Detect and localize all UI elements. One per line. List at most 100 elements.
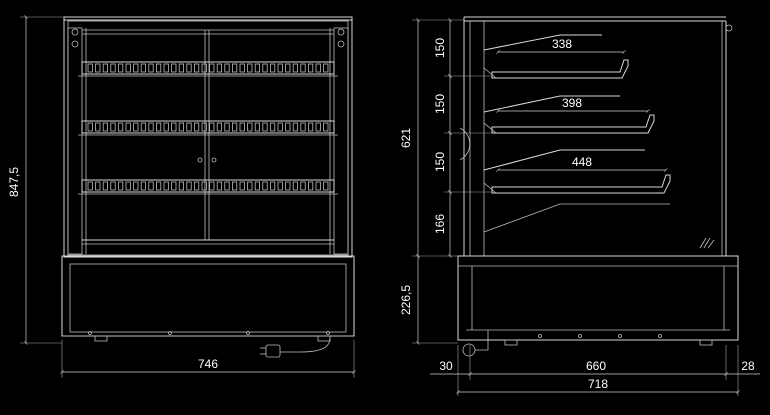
shelf-slat [201, 122, 207, 132]
label-overall-depth: 718 [588, 377, 608, 391]
side-view: 338 398 448 150 150 150 166 [399, 16, 760, 396]
shelf-slat [171, 63, 177, 73]
shelf-slat [163, 181, 169, 191]
shelf-slat [254, 122, 260, 132]
shelf-slat [262, 122, 268, 132]
shelf-slat [201, 63, 207, 73]
shelf-slat [209, 63, 215, 73]
shelf-slat [247, 63, 253, 73]
label-spacing-2: 150 [433, 94, 447, 114]
shelf-slat [307, 63, 314, 73]
side-cabinet-outline [457, 16, 739, 357]
shelf-slat [269, 181, 276, 191]
shelf-slat [87, 181, 93, 191]
shelf-slat [110, 63, 116, 73]
shelf-slat [171, 122, 177, 132]
shelf-slat [155, 181, 162, 191]
label-shelf-depth-1: 338 [552, 37, 572, 51]
front-view: 847,5 746 [7, 15, 356, 378]
shelf-slat [315, 63, 321, 73]
shelf-slat [239, 63, 245, 73]
shelf-slat [292, 63, 299, 73]
power-plug-icon [260, 337, 331, 358]
shelf-slat [140, 63, 146, 73]
dimension-shelf-depth-3: 448 [496, 155, 668, 172]
shelf-slat [95, 63, 101, 73]
shelf-slat [269, 63, 276, 73]
shelf-slat [110, 181, 116, 191]
shelf-slat [171, 181, 177, 191]
shelf-slat [285, 63, 291, 73]
shelf-slat [140, 181, 146, 191]
shelf-slat [95, 181, 101, 191]
dimension-depths: 30 660 28 718 [430, 345, 760, 396]
shelf-slat [155, 122, 162, 132]
shelf-slat [95, 122, 101, 132]
label-rear-offset: 30 [439, 359, 453, 373]
shelf-slat [285, 181, 291, 191]
label-spacing-4: 166 [433, 214, 447, 234]
shelf-slat [262, 181, 268, 191]
dimension-front-width: 746 [60, 340, 356, 378]
shelf-slat [292, 122, 299, 132]
shelf-slat [178, 63, 184, 73]
side-shelf-1 [483, 34, 629, 79]
shelf-slat [231, 122, 238, 132]
front-base [61, 255, 355, 342]
front-cabinet-frame [63, 16, 353, 258]
shelf-slat [216, 181, 222, 191]
shelf-slat [269, 122, 276, 132]
shelf-slat [254, 63, 260, 73]
shelf-slat [163, 63, 169, 73]
shelf-slat [140, 122, 146, 132]
shelf-slat [193, 63, 200, 73]
label-base-height: 226,5 [399, 285, 413, 315]
shelf-slat [224, 63, 230, 73]
front-shelf-2 [78, 120, 338, 136]
label-front-width: 746 [198, 357, 218, 371]
shelf-slat [224, 181, 230, 191]
shelf-slat [118, 63, 124, 73]
shelf-slat [209, 122, 215, 132]
label-glass-height: 621 [399, 128, 413, 148]
shelf-slat [148, 63, 154, 73]
shelf-slat [148, 181, 154, 191]
label-spacing-3: 150 [433, 152, 447, 172]
shelf-slat [239, 122, 245, 132]
shelf-slat [133, 63, 139, 73]
shelf-slat [216, 122, 222, 132]
shelf-slat [186, 63, 192, 73]
shelf-slat [285, 122, 291, 132]
label-front-offset: 28 [741, 359, 755, 373]
shelf-slat [231, 181, 238, 191]
shelf-slat [118, 181, 124, 191]
side-shelf-3 [483, 149, 671, 233]
shelf-slat [155, 63, 162, 73]
label-overall-height: 847,5 [7, 167, 21, 197]
dimension-base-height: 226,5 [399, 254, 458, 345]
shelf-slat [125, 181, 131, 191]
shelf-slat [133, 122, 139, 132]
shelf-slat [209, 181, 215, 191]
dimension-shelf-spacings: 150 150 150 166 [433, 18, 492, 258]
shelf-slat [193, 181, 200, 191]
shelf-slat [133, 181, 139, 191]
shelf-slat [125, 122, 131, 132]
shelf-slat [247, 181, 253, 191]
shelf-slat [323, 122, 329, 132]
shelf-slat [216, 63, 222, 73]
shelf-slat [300, 63, 306, 73]
shelf-slat [323, 181, 329, 191]
shelf-slat [102, 122, 108, 132]
dimension-shelf-depth-2: 398 [496, 96, 650, 113]
shelf-slat [125, 63, 131, 73]
dimension-overall-height: 847,5 [7, 15, 64, 345]
shelf-slat [307, 181, 314, 191]
shelf-slat [87, 122, 93, 132]
dimension-shelf-depth-1: 338 [496, 37, 626, 54]
dimension-glass-height: 621 [399, 18, 444, 258]
shelf-slat [163, 122, 169, 132]
shelf-slat [193, 122, 200, 132]
